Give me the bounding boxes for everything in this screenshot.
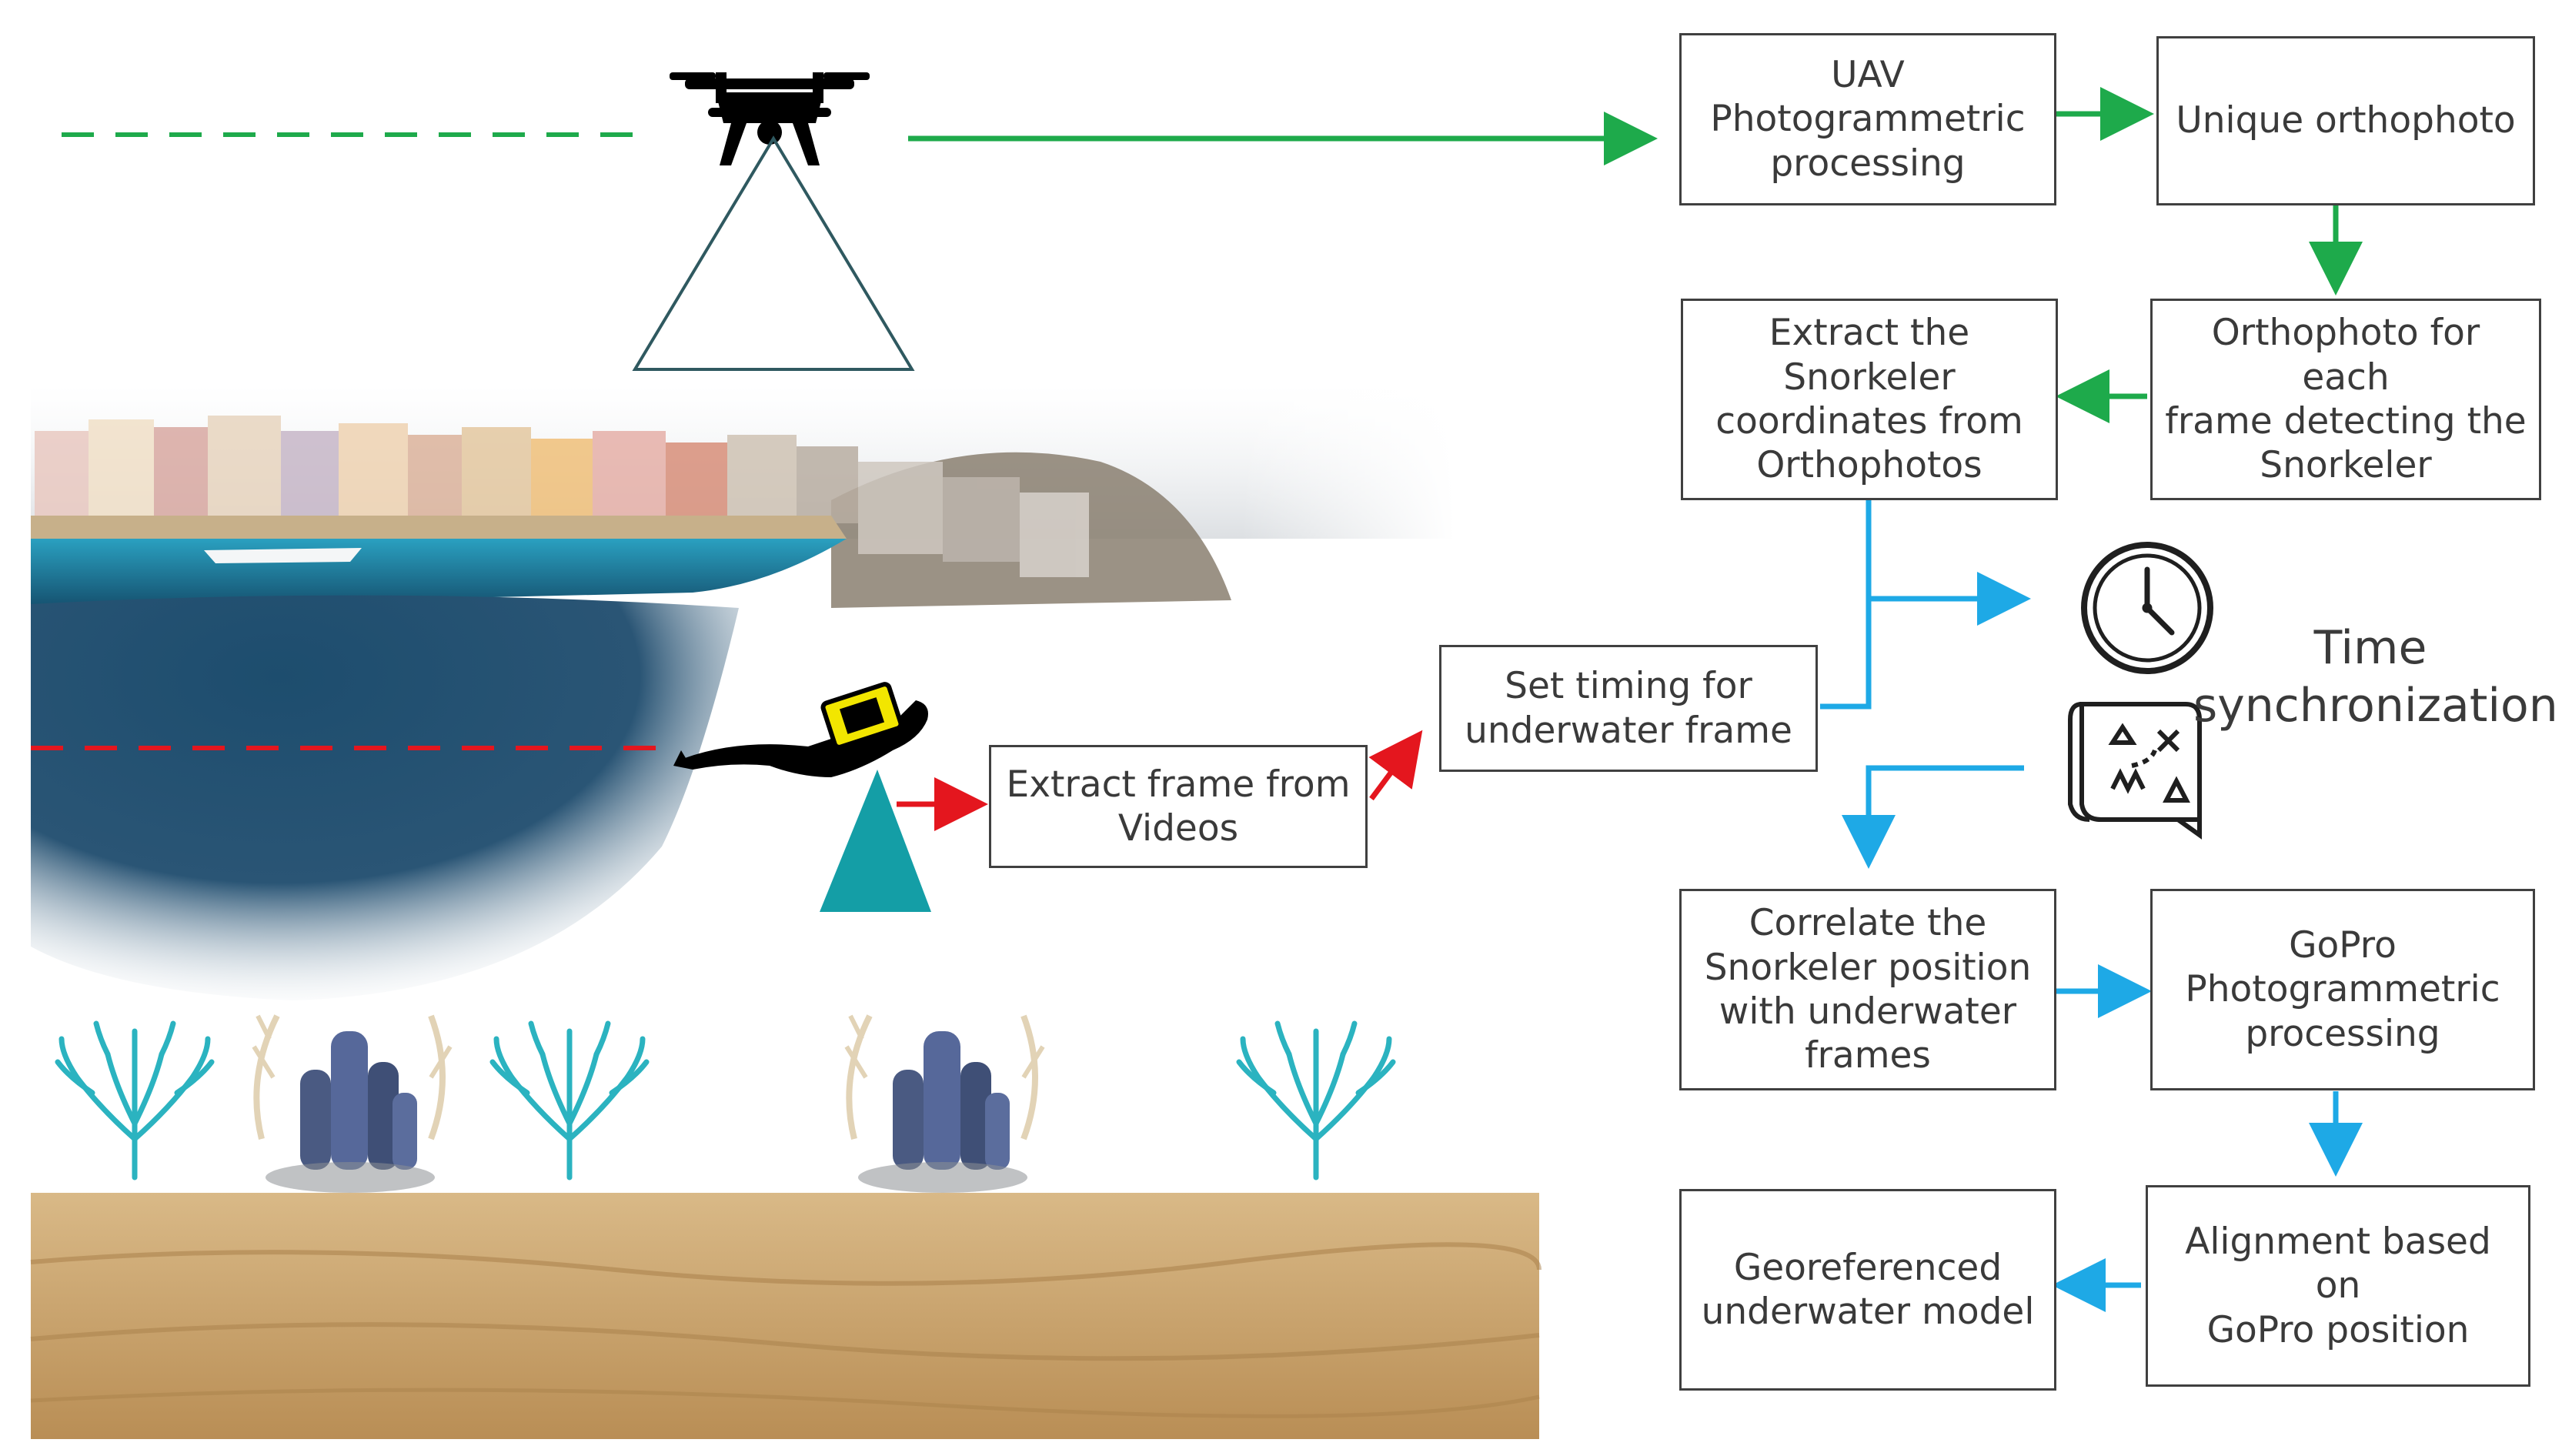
coral-icon [1239,1024,1393,1177]
coral-icon [55,1020,215,1180]
arrow-extract-frame-to-timing [1368,730,1423,801]
uav-photogrammetric-processing-box: UAV Photogrammetric processing [1679,33,2056,205]
snorkeler-icon [673,682,928,777]
set-timing-box: Set timing for underwater frame [1439,645,1818,772]
unique-orthophoto-box: Unique orthophoto [2156,36,2535,205]
scene-illustration [31,385,1455,1000]
extract-snorkeler-coordinates-box: Extract the Snorkeler coordinates from O… [1681,299,2058,500]
gopro-camera-icon [820,770,931,912]
clock-icon [2081,542,2213,674]
coral-icon [493,1024,646,1177]
time-synchronization-label: Time synchronization [2193,621,2558,733]
seabed [30,1193,1542,1439]
sponge-icon [252,1014,453,1193]
map-icon [2068,702,2202,840]
gopro-photogrammetric-processing-box: GoPro Photogrammetric processing [2150,889,2535,1090]
arrow-time-sync-to-correlate [1842,765,2024,869]
camera-footprint-triangle [632,135,915,371]
orthophoto-each-frame-box: Orthophoto for each frame detecting the … [2150,299,2541,500]
correlate-snorkeler-box: Correlate the Snorkeler position with un… [1679,889,2056,1090]
drone-icon [670,72,870,165]
connector-coordinates-timing [1820,499,1872,710]
sponge-icon [847,1016,1043,1193]
extract-frame-box: Extract frame from Videos [989,745,1368,868]
alignment-gopro-position-box: Alignment based on GoPro position [2146,1185,2530,1387]
georeferenced-underwater-model-box: Georeferenced underwater model [1679,1189,2056,1391]
